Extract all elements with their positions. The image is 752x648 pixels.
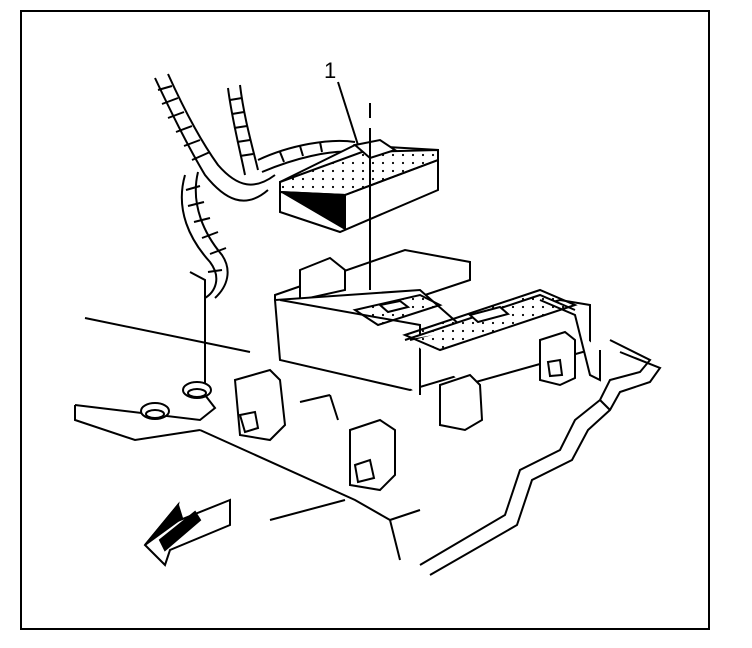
floor-panel xyxy=(74,271,662,576)
front-direction-arrow-icon xyxy=(143,498,231,567)
component-1 xyxy=(279,138,439,234)
diagram-frame xyxy=(20,10,710,630)
callout-1: 1 xyxy=(324,58,359,146)
wiring-harness xyxy=(154,73,356,299)
fuse-block-legs xyxy=(233,330,576,492)
floor-holes xyxy=(140,381,212,420)
callout-1-label: 1 xyxy=(324,58,336,83)
fuse-block-top-panels xyxy=(352,288,578,352)
